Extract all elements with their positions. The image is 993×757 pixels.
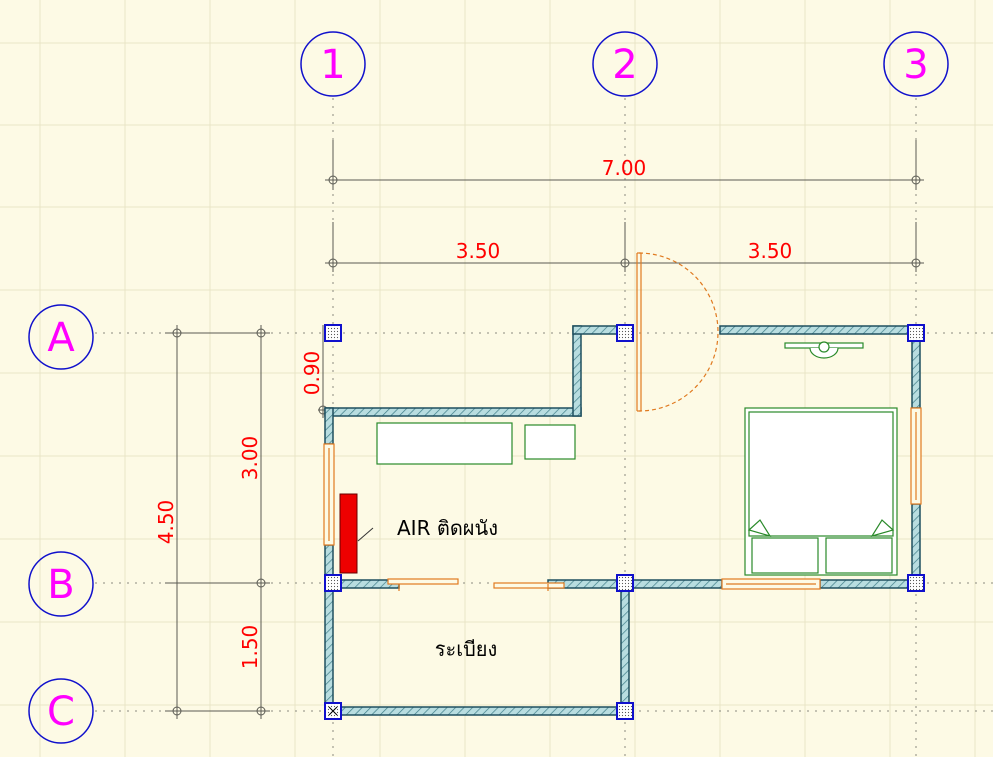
dim-bay-2-3: 3.50 — [748, 239, 793, 263]
entry-door — [636, 252, 719, 412]
svg-text:C: C — [47, 689, 75, 735]
window-bottom-right — [721, 578, 821, 590]
air-leader-line — [357, 527, 374, 542]
dim-total-depth: 4.50 — [154, 500, 178, 545]
grid-bubble-2: 2 — [592, 31, 658, 97]
dim-overall-width: 7.00 — [602, 156, 647, 180]
dim-notch: 0.90 — [300, 351, 324, 396]
svg-text:1: 1 — [320, 42, 345, 88]
svg-text:B: B — [47, 562, 74, 608]
grid-bubble-1: 1 — [300, 31, 366, 97]
dim-bay-1-2: 3.50 — [456, 239, 501, 263]
dimension-lines-horizontal — [325, 140, 924, 272]
window-left — [323, 443, 335, 546]
grid-bubble-c: C — [28, 678, 94, 744]
column-marker-c1 — [328, 706, 338, 716]
grid-bubble-3: 3 — [883, 31, 949, 97]
svg-text:2: 2 — [612, 42, 637, 88]
sofa — [376, 422, 513, 465]
air-conditioner — [339, 493, 358, 574]
svg-text:3: 3 — [903, 42, 928, 88]
dimension-lines-vertical — [165, 325, 330, 719]
grid-bubble-a: A — [28, 304, 94, 370]
dim-depth-b-c: 1.50 — [238, 625, 262, 670]
balcony-label: ระเบียง — [435, 637, 498, 661]
dim-depth-a-b: 3.00 — [238, 436, 262, 481]
ceiling-light — [784, 341, 864, 359]
bed — [744, 407, 898, 576]
svg-text:A: A — [47, 315, 75, 361]
air-label: AIR ติดผนัง — [397, 516, 498, 540]
window-right — [910, 407, 922, 505]
sliding-door-balcony — [387, 578, 565, 591]
grid-bubble-b: B — [28, 551, 94, 617]
side-table — [524, 424, 576, 460]
